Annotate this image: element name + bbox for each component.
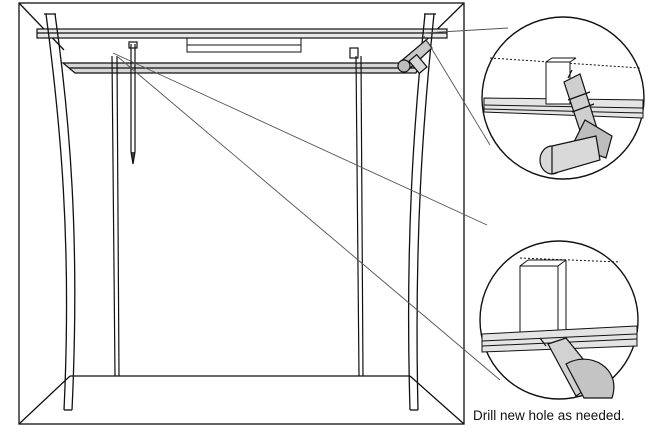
drill-icon [539,69,613,175]
caption-text: Drill new hole as needed. [473,408,625,423]
inner-posts [111,47,364,377]
callout-circle-bottom [479,240,639,400]
callout-lines [112,27,509,381]
left-curved-post [44,13,76,411]
top-header-beam [36,28,448,39]
ceiling-light [186,37,302,53]
room-box [18,2,465,425]
pull-cord [128,41,138,165]
drill-icon [397,39,433,75]
hand-icon [539,337,615,399]
callout-circle-top [481,16,645,180]
track-rail [61,62,421,74]
